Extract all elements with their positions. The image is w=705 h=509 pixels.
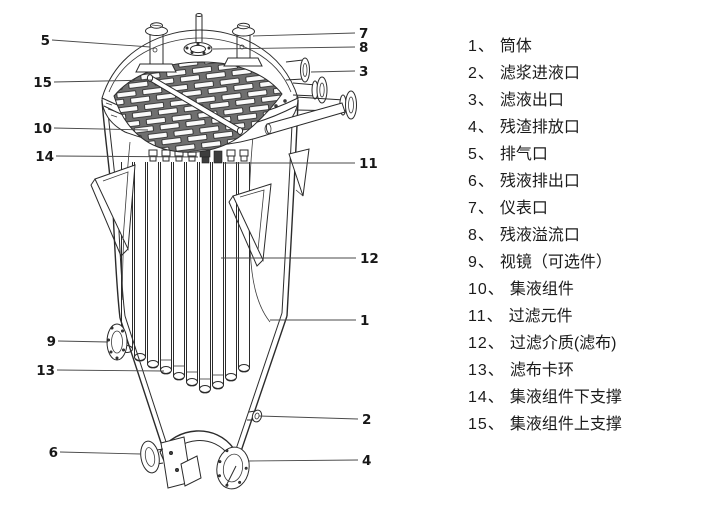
legend-label: 残渣排放口 [499, 119, 580, 136]
legend-item-12: 12、过滤介质(滤布) [468, 330, 700, 357]
legend-item-8: 8、残液溢流口 [468, 222, 700, 249]
residue-discharge-flange [216, 446, 250, 490]
overflow-port-8 [183, 42, 213, 56]
legend-num: 8、 [468, 227, 495, 244]
legend-label: 仪表口 [499, 200, 548, 217]
legend-num: 9、 [468, 254, 495, 271]
legend-label: 排气口 [499, 146, 548, 163]
legend-label: 滤液出口 [499, 92, 564, 109]
legend-num: 12、 [468, 335, 505, 352]
center-overflow-pipe [195, 13, 203, 42]
cone-leg-edge [225, 465, 237, 487]
legend-label: 过滤元件 [508, 308, 573, 325]
legend-num: 2、 [468, 65, 495, 82]
collection-assembly-weave [113, 61, 283, 153]
legend-item-6: 6、残液排出口 [468, 168, 700, 195]
legend-item-1: 1、筒体 [468, 33, 700, 60]
callout-6: 6 [49, 445, 58, 461]
legend-num: 14、 [468, 389, 505, 406]
callout-7: 7 [359, 26, 368, 42]
legend-item-3: 3、滤液出口 [468, 87, 700, 114]
callout-13: 13 [36, 363, 55, 379]
legend-label: 过滤介质(滤布) [509, 335, 617, 352]
legend-label: 集液组件下支撑 [509, 389, 622, 406]
legend-label: 集液组件上支撑 [509, 416, 622, 433]
sight-glass [106, 323, 128, 361]
legend-label: 滤布卡环 [509, 362, 574, 379]
vent-nozzle-5 [135, 22, 177, 73]
legend-label: 筒体 [499, 38, 532, 55]
callout-5: 5 [41, 33, 50, 49]
support-bracket-right [228, 183, 272, 267]
legend-num: 1、 [468, 38, 495, 55]
side-pipe-a [292, 76, 328, 104]
filter-candles [121, 162, 250, 394]
legend-item-5: 5、排气口 [468, 141, 700, 168]
legend-num: 7、 [468, 200, 495, 217]
legend-num: 15、 [468, 416, 505, 433]
legend-num: 10、 [468, 281, 505, 298]
legend-label: 视镜（可选件） [499, 254, 612, 271]
callout-leaders [51, 32, 359, 462]
legend-num: 4、 [468, 119, 495, 136]
candle-top-fittings [148, 148, 249, 164]
legend-item-15: 15、集液组件上支撑 [468, 411, 700, 438]
bottom-drain-nozzle [140, 436, 202, 489]
legend-num: 3、 [468, 92, 495, 109]
legend-label: 滤浆进液口 [499, 65, 580, 82]
callout-15: 15 [33, 75, 52, 91]
support-bracket-far-right [288, 148, 310, 197]
callout-numbers: 5 15 10 14 9 13 6 7 8 3 11 12 1 2 4 [33, 26, 379, 469]
legend-label: 集液组件 [509, 281, 574, 298]
legend-item-10: 10、集液组件 [468, 276, 700, 303]
legend-num: 5、 [468, 146, 495, 163]
slurry-inlet [247, 409, 263, 423]
callout-3: 3 [359, 64, 368, 80]
callout-9: 9 [47, 334, 56, 350]
instrument-nozzle-7 [223, 22, 263, 67]
long-tube [264, 102, 346, 135]
callout-11: 11 [359, 156, 378, 172]
legend-item-7: 7、仪表口 [468, 195, 700, 222]
filter-vessel-diagram: 5 15 10 14 9 13 6 7 8 3 11 12 1 2 4 [33, 13, 379, 490]
legend-item-14: 14、集液组件下支撑 [468, 384, 700, 411]
legend-list: 1、筒体 2、滤浆进液口 3、滤液出口 4、残渣排放口 5、排气口 6、残液排出… [468, 33, 700, 438]
legend-label: 残液排出口 [499, 173, 580, 190]
legend-item-2: 2、滤浆进液口 [468, 60, 700, 87]
legend-item-11: 11、过滤元件 [468, 303, 700, 330]
filtrate-outlet-3 [285, 57, 310, 83]
legend-num: 6、 [468, 173, 495, 190]
callout-10: 10 [33, 121, 52, 137]
legend-label: 残液溢流口 [499, 227, 580, 244]
legend-num: 11、 [468, 308, 504, 325]
callout-1: 1 [360, 313, 369, 329]
legend-item-4: 4、残渣排放口 [468, 114, 700, 141]
support-bracket-left [90, 164, 136, 257]
legend-item-13: 13、滤布卡环 [468, 357, 700, 384]
callout-12: 12 [360, 251, 379, 267]
legend-item-9: 9、视镜（可选件） [468, 249, 700, 276]
callout-14: 14 [35, 149, 54, 165]
callout-8: 8 [359, 40, 368, 56]
callout-4: 4 [362, 453, 371, 469]
callout-2: 2 [362, 412, 371, 428]
legend-num: 13、 [468, 362, 505, 379]
